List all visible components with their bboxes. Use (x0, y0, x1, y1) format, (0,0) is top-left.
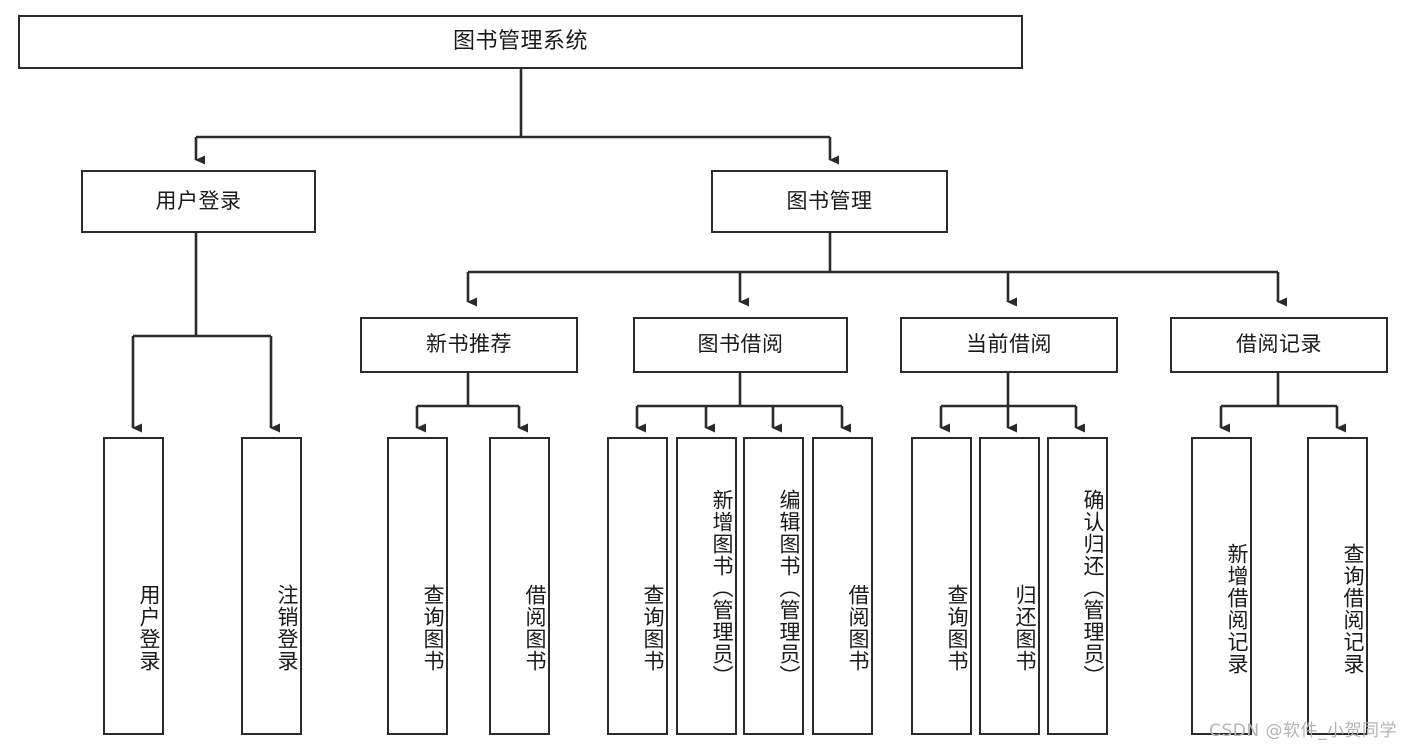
node-label: 编辑图书（管理员） (777, 489, 801, 687)
node-label: 新增借阅记录 (1225, 543, 1249, 675)
node-label: 查询图书 (945, 584, 969, 672)
leaf-add-borrow-record[interactable]: 新增借阅记录 (1191, 437, 1252, 735)
node-label: 新增图书（管理员） (710, 489, 734, 687)
node-label: 用户登录 (137, 584, 161, 672)
node-user-login[interactable]: 用户登录 (81, 170, 316, 233)
node-borrow-record[interactable]: 借阅记录 (1170, 317, 1388, 373)
node-book-borrow[interactable]: 图书借阅 (633, 317, 848, 373)
node-book-management[interactable]: 图书管理 (711, 170, 948, 233)
node-label: 图书管理系统 (452, 28, 588, 54)
node-label: 图书借阅 (697, 332, 784, 357)
node-label: 借阅记录 (1236, 332, 1322, 357)
node-label: 用户登录 (155, 188, 242, 213)
leaf-edit-book-admin[interactable]: 编辑图书（管理员） (743, 437, 804, 735)
node-root-system[interactable]: 图书管理系统 (18, 15, 1023, 69)
node-label: 查询图书 (641, 584, 665, 672)
leaf-borrow-book-recommend[interactable]: 借阅图书 (489, 437, 550, 735)
node-label: 新书推荐 (426, 332, 512, 357)
leaf-borrow-book[interactable]: 借阅图书 (812, 437, 873, 735)
leaf-return-book[interactable]: 归还图书 (979, 437, 1040, 735)
leaf-query-book-borrow[interactable]: 查询图书 (607, 437, 668, 735)
node-current-borrow[interactable]: 当前借阅 (900, 317, 1118, 373)
node-label: 注销登录 (275, 584, 299, 672)
leaf-add-book-admin[interactable]: 新增图书（管理员） (676, 437, 737, 735)
node-label: 图书管理 (786, 188, 873, 213)
node-new-book-recommend[interactable]: 新书推荐 (360, 317, 578, 373)
leaf-user-login[interactable]: 用户登录 (103, 437, 164, 735)
node-label: 查询图书 (421, 584, 445, 672)
leaf-query-book-recommend[interactable]: 查询图书 (387, 437, 448, 735)
leaf-query-book-current[interactable]: 查询图书 (911, 437, 972, 735)
node-label: 借阅图书 (523, 584, 547, 672)
leaf-confirm-return-admin[interactable]: 确认归还（管理员） (1047, 437, 1108, 735)
node-label: 当前借阅 (966, 332, 1052, 357)
node-label: 查询借阅记录 (1341, 543, 1365, 675)
node-label: 确认归还（管理员） (1081, 489, 1105, 687)
csdn-watermark: CSDN @软件_小贺同学 (1209, 721, 1397, 741)
node-label: 归还图书 (1013, 584, 1037, 672)
leaf-logout-login[interactable]: 注销登录 (241, 437, 302, 735)
node-label: 借阅图书 (846, 584, 870, 672)
leaf-query-borrow-record[interactable]: 查询借阅记录 (1307, 437, 1368, 735)
